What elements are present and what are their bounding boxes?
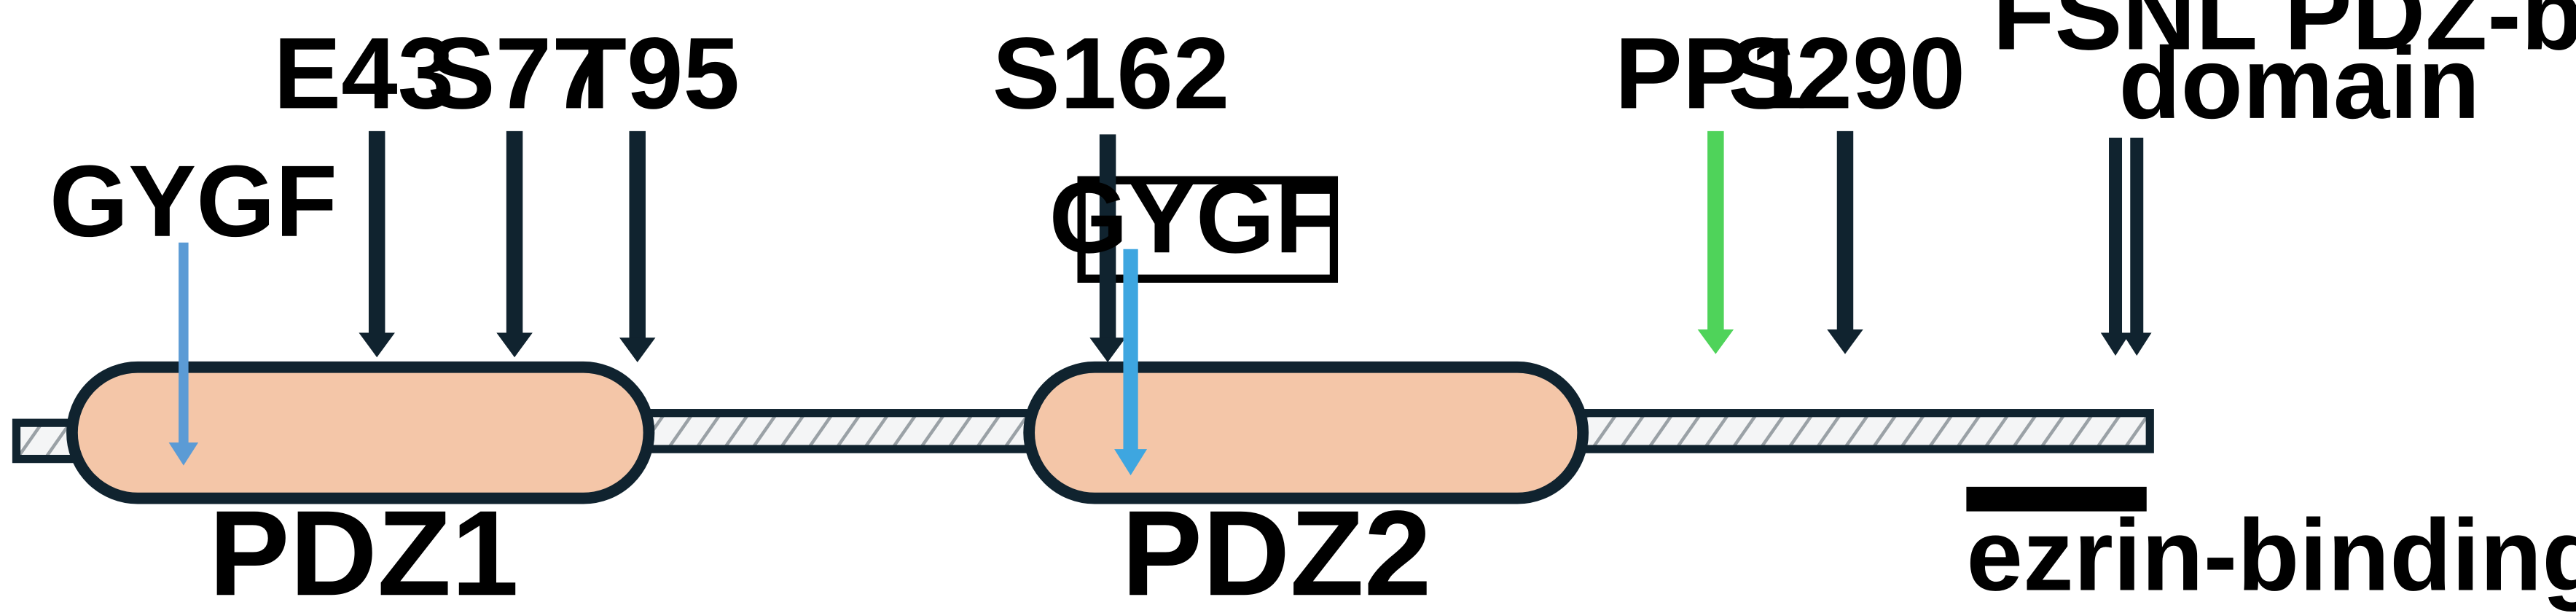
label-s77: S77 <box>428 16 608 130</box>
pdz1-domain <box>66 361 655 504</box>
label-pdz2: PDZ2 <box>1121 485 1431 613</box>
arrow-fsnl-b <box>2122 137 2152 356</box>
label-t95: T95 <box>565 16 740 130</box>
label-s290: S290 <box>1728 16 1965 130</box>
arrow-pp1 <box>1697 130 1734 354</box>
label-pdz1: PDZ1 <box>209 485 519 613</box>
arrow-e43 <box>359 130 395 358</box>
label-s162: S162 <box>993 16 1230 130</box>
label-e43: E43 <box>273 16 454 130</box>
arrow-gygf-1 <box>168 242 199 466</box>
label-fsnl-line2: domain <box>2119 26 2481 140</box>
arrow-gygf-2 <box>1114 249 1148 476</box>
label-ezrin-binding-domain: ezrin-binding domain <box>1966 499 2576 612</box>
arrow-s77 <box>496 130 533 358</box>
label-fsnl-line1: FSNL PDZ-binding <box>1992 0 2576 71</box>
diagram-content: GYGF E43 S77 T95 S162 GYGF PP1 S290 FSNL… <box>12 0 2576 613</box>
arrow-s162 <box>1089 134 1126 362</box>
arrow-s290 <box>1827 130 1863 354</box>
arrow-fsnl-a <box>2100 137 2131 356</box>
label-pp1: PP1 <box>1615 16 1807 130</box>
label-gygf-1: GYGF <box>50 144 337 258</box>
linker-c-terminal <box>1565 409 2154 453</box>
arrow-t95 <box>619 130 656 362</box>
label-gygf-2: GYGF <box>1049 160 1337 274</box>
ezrin-binding-bar <box>1966 486 2147 512</box>
linker-pdz1-pdz2 <box>628 409 1040 453</box>
pdz2-domain <box>1023 361 1589 504</box>
gygf-motif-box <box>1077 176 1339 283</box>
